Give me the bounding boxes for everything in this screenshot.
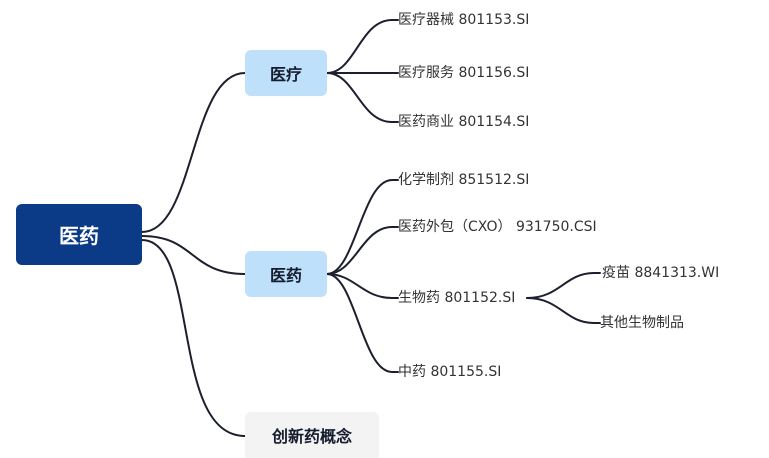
link-bio [326, 273, 399, 299]
link-root-branch-medical [141, 72, 246, 233]
root-label: 医药 [59, 224, 99, 248]
link-other-bio [526, 297, 601, 324]
leaf-cxo[interactable]: 医药外包（CXO） 931750.CSI [398, 219, 597, 235]
link-root-branch-innovative [141, 239, 246, 437]
root-node[interactable]: 医药 [16, 204, 142, 265]
branch-node-innovative-drug-concept[interactable]: 创新药概念 [245, 412, 379, 458]
link-tcm [326, 273, 399, 373]
leaf-vaccine[interactable]: 疫苗 8841313.WI [602, 265, 720, 281]
leaf-medical-commerce[interactable]: 医药商业 801154.SI [398, 114, 530, 130]
link-cxo [326, 226, 399, 275]
link-root-branch-pharma [141, 235, 246, 275]
leaf-chemical-preparations[interactable]: 化学制剂 851512.SI [398, 172, 530, 188]
leaf-medical-devices[interactable]: 医疗器械 801153.SI [398, 12, 530, 28]
branch-node-pharma[interactable]: 医药 [245, 251, 327, 297]
link-chem [326, 179, 399, 275]
leaf-biologics[interactable]: 生物药 801152.SI [398, 290, 516, 306]
branch-label: 医药 [269, 266, 302, 285]
link-medical-commerce [326, 72, 399, 123]
leaf-tcm[interactable]: 中药 801155.SI [398, 364, 502, 380]
branch-node-medical[interactable]: 医疗 [245, 50, 327, 96]
link-vaccine [526, 272, 601, 299]
branch-label: 医疗 [269, 65, 302, 84]
leaf-other-biologics[interactable]: 其他生物制品 [600, 315, 684, 331]
branch-label: 创新药概念 [271, 427, 352, 446]
leaf-medical-services[interactable]: 医疗服务 801156.SI [398, 65, 530, 81]
link-medical-devices [326, 19, 399, 74]
